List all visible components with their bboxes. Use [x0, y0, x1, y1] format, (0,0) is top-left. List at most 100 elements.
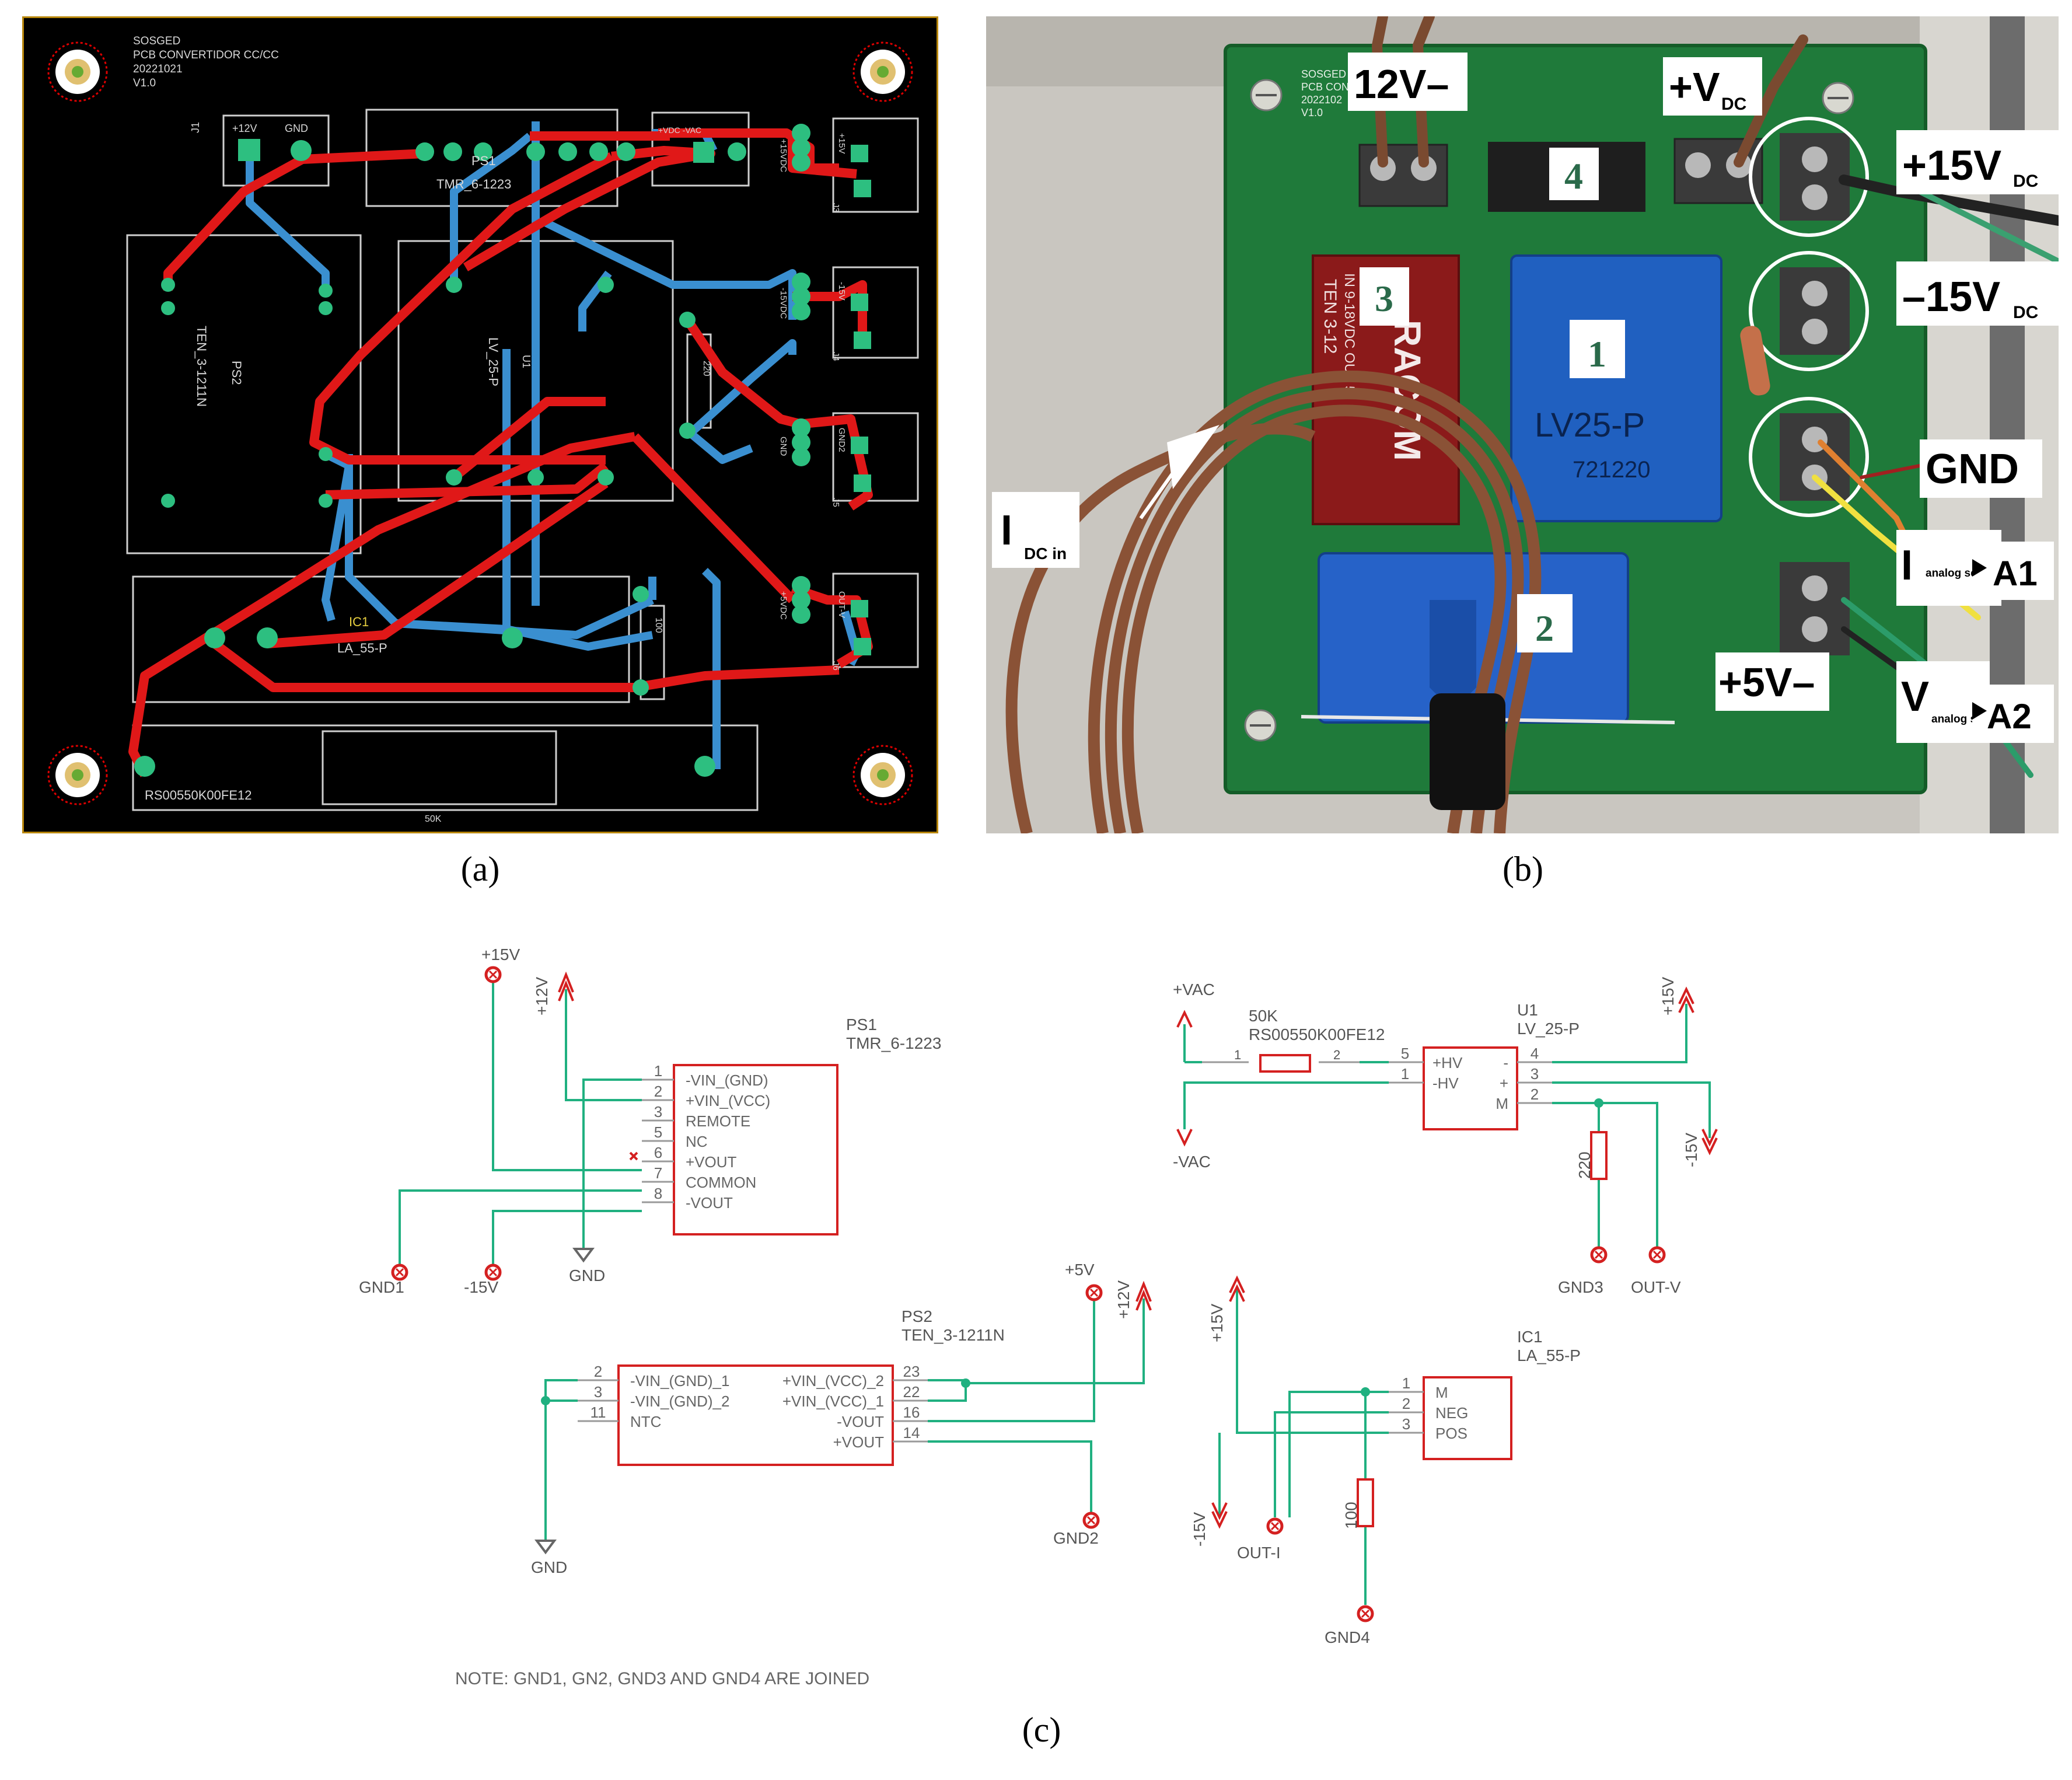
- terminal-block-p15: [1780, 133, 1850, 221]
- current-arrow-icon: [1167, 425, 1220, 489]
- sch-ps2-pin-name: -VOUT: [837, 1413, 884, 1430]
- mounting-hole-icon: [852, 745, 913, 805]
- pcb-board-subtitle: PCB CONVERTIDOR CC/CC: [133, 49, 279, 61]
- sch-u1-body: [1423, 1046, 1518, 1130]
- sch-ps2-pin-num: 16: [903, 1404, 920, 1421]
- sch-r220-body: [1590, 1131, 1608, 1180]
- sch-ps1-part: TMR_6-1223: [846, 1034, 941, 1052]
- pcb-ps1-ref: PS1: [471, 153, 496, 168]
- sch-pin-gnd1: [393, 1265, 407, 1279]
- pcb-pad: [728, 142, 746, 161]
- schematic-panel: +15V +12V PS1 TMR_6-1223 GND1 -15V GND +…: [359, 945, 1718, 1646]
- pcb-pad: [474, 142, 492, 161]
- sch-ps2-pin-name: -VIN_(GND)_1: [630, 1372, 729, 1390]
- terminal-block-5v: [1780, 562, 1850, 655]
- photo-label-idc-sub: DC in: [1024, 545, 1067, 563]
- sch-u1-pin-num: 5: [1401, 1045, 1409, 1062]
- pcb-pad: [589, 142, 608, 161]
- sch-r50k-part: RS00550K00FE12: [1249, 1025, 1385, 1043]
- svg-text:2: 2: [1535, 608, 1554, 649]
- pcb-j6-silk: OUT-V: [837, 591, 847, 618]
- pcb-j3-pins: +15VDC: [778, 139, 788, 172]
- pcb-j5-silk: GND2: [837, 428, 847, 452]
- photo-silk-title: SOSGED: [1301, 68, 1346, 80]
- sch-r100-label: 100: [1342, 1502, 1360, 1529]
- terminal-block-m15: [1780, 267, 1850, 355]
- pcb-pad: [415, 142, 434, 161]
- sch-u1-name: U1: [1517, 1001, 1538, 1019]
- sch-pin-gnd3: [1592, 1248, 1606, 1262]
- sch-label-p5v: +5V: [1065, 1261, 1095, 1279]
- pcb-pad: [617, 142, 635, 161]
- pcb-pad: [851, 600, 868, 617]
- sch-label-p12v-top: +12V: [533, 977, 551, 1015]
- pcb-pad: [851, 294, 868, 311]
- sch-label-p15v-ic: +15V: [1208, 1304, 1226, 1342]
- sch-pin-5v: [1087, 1286, 1101, 1300]
- sch-ps1-body: [673, 1064, 838, 1235]
- sch-ps2-pin-num: 23: [903, 1363, 920, 1380]
- sch-ps2-name: PS2: [902, 1307, 932, 1325]
- sch-ps1-pin-num: 8: [654, 1185, 662, 1202]
- sch-r50k-value: 50K: [1249, 1007, 1278, 1025]
- pcb-ic1-part: LA_55-P: [337, 641, 387, 655]
- pcb-j4-outline: [832, 266, 919, 359]
- pcb-r100-outline: [640, 605, 665, 700]
- sch-label-gnd2: GND2: [1053, 1529, 1099, 1547]
- pcb-ic1-ref: IC1: [349, 615, 369, 629]
- sch-r50k-body: [1259, 1054, 1311, 1073]
- sch-label-p12v-b: +12V: [1114, 1280, 1133, 1319]
- pcb-pad: [443, 142, 462, 161]
- sch-pin-outv: [1650, 1248, 1664, 1262]
- svg-text:1: 1: [1588, 333, 1606, 375]
- pcb-j4-ref: J4: [831, 352, 841, 361]
- sch-label-gnd1: GND1: [359, 1278, 404, 1296]
- pcb-ps1-part: TMR_6-1223: [436, 177, 511, 191]
- pcb-pad: [526, 142, 545, 161]
- pcb-j5-pins: GND: [778, 437, 788, 456]
- pcb-resistor-part: RS00550K00FE12: [145, 788, 251, 802]
- sch-pin-gnd2: [1084, 1513, 1098, 1527]
- sch-label-m15v-ic: -15V: [1190, 1512, 1208, 1547]
- pcb-pad: [558, 142, 577, 161]
- photo-component-1: LV25-P 721220: [1510, 254, 1722, 522]
- sch-label-gnd4: GND4: [1325, 1628, 1370, 1646]
- mounting-hole-icon: [852, 41, 913, 102]
- photo-label-5v: +5V–: [1718, 659, 1815, 705]
- pcb-layout-panel: SOSGED PCB CONVERTIDOR CC/CC 20221021 V1…: [22, 16, 938, 833]
- photo-silk-pcb: PCB CONV: [1301, 81, 1356, 93]
- pcb-pad: [854, 180, 871, 197]
- sch-ps2-pin-num: 2: [594, 1363, 602, 1380]
- pcb-pad: [854, 474, 871, 492]
- pcb-pad: [851, 437, 868, 454]
- sch-pin-m15v: [486, 1265, 500, 1279]
- pcb-photo-panel: SOSGED PCB CONV 2022102 V1.0: [986, 16, 2059, 833]
- pcb-ps2-ref: PS2: [229, 361, 244, 385]
- sch-u1-pin-num: 3: [1531, 1065, 1539, 1083]
- photo-label-a2: A2: [1987, 697, 2032, 736]
- sch-ic1-pin-num: 3: [1402, 1415, 1410, 1433]
- photo-tag-4: 4: [1549, 148, 1599, 200]
- schematic-note: NOTE: GND1, GN2, GND3 AND GND4 ARE JOINE…: [455, 1669, 870, 1688]
- photo-label-vdc-sub: DC: [1721, 95, 1746, 114]
- photo-silk-version: V1.0: [1301, 107, 1323, 118]
- sch-label-m15v: -15V: [464, 1278, 498, 1296]
- sch-u1-pin-name: -HV: [1432, 1074, 1459, 1092]
- photo-label-gnd: GND: [1926, 446, 2019, 493]
- pcb-pad: [238, 139, 260, 161]
- pcb-r100-label: 100: [654, 617, 663, 633]
- pcb-ps2-part: TEN_3-1211N: [194, 326, 209, 407]
- pcb-board-date: 20221021: [133, 63, 183, 75]
- sch-label-p15v-r: +15V: [1659, 977, 1677, 1015]
- sch-ps2-pin-num: 11: [590, 1404, 606, 1421]
- sch-ps2-pin-name: NTC: [630, 1413, 661, 1430]
- sch-r100-body: [1357, 1478, 1374, 1527]
- sch-ps1-pin-name: +VOUT: [686, 1153, 737, 1171]
- sch-u1-pin-name: -: [1503, 1054, 1508, 1072]
- sch-ps2-body: [617, 1364, 894, 1466]
- photo-recom-text: TEN 3-12: [1320, 279, 1340, 354]
- screw-icon: [1250, 79, 1283, 111]
- sch-ps2-part: TEN_3-1211N: [902, 1326, 1005, 1344]
- pcb-resistor-outline: [132, 724, 759, 811]
- photo-label-p15-sub: DC: [2013, 172, 2038, 191]
